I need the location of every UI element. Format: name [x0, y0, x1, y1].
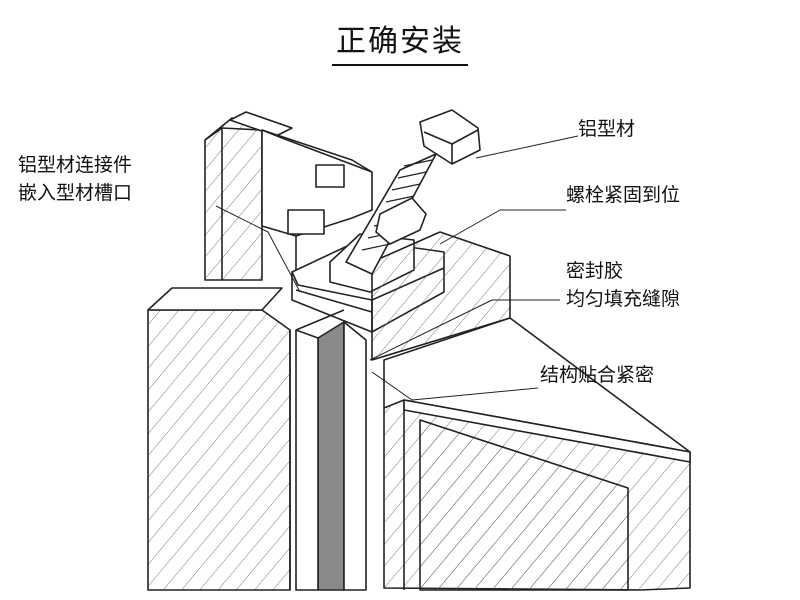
- leader-lines: [215, 135, 579, 401]
- left-panel: [147, 287, 291, 591]
- label-connector-line-2: 嵌入型材槽口: [18, 182, 133, 204]
- diagram-title: 正确安装: [0, 16, 800, 66]
- sealant-strip: [295, 309, 367, 591]
- bolt: [345, 109, 481, 275]
- rear-profile-left: [204, 111, 293, 281]
- right-panel: [371, 231, 691, 591]
- label-sealant-line-1: 密封胶: [566, 260, 624, 282]
- label-aluminium-profile: 铝型材: [578, 118, 636, 140]
- label-sealant-line-2: 均匀填充缝隙: [566, 288, 681, 310]
- label-structure-fit: 结构贴合紧密: [540, 364, 655, 386]
- label-connector-line-1: 铝型材连接件: [18, 154, 133, 176]
- label-bolt: 螺栓紧固到位: [566, 184, 681, 206]
- aluminium-profile: [261, 129, 373, 290]
